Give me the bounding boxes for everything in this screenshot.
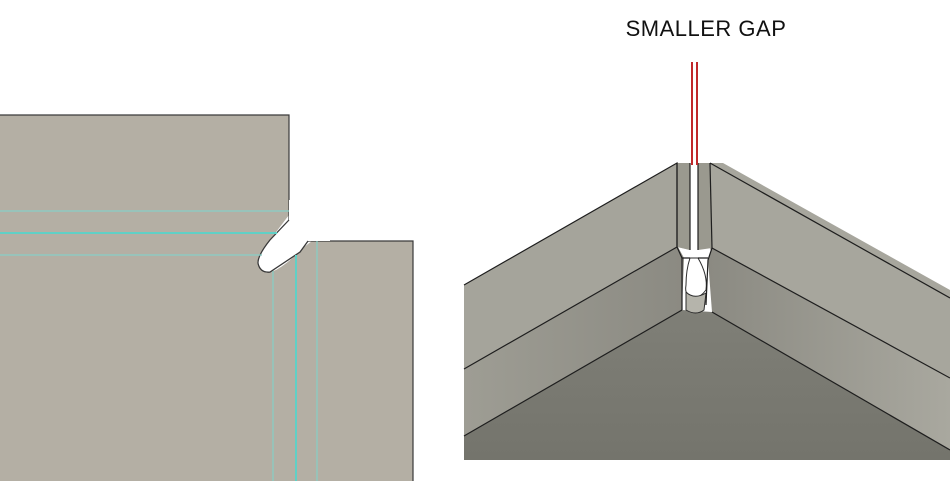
smaller-gap-label: SMALLER GAP [625, 16, 787, 41]
right-wall [708, 248, 950, 450]
flat-pattern-drawing [0, 114, 414, 481]
left-flange-top [464, 163, 690, 369]
isometric-corner-view: SMALLER GAP [460, 0, 950, 481]
floor [464, 310, 950, 460]
flat-pattern-view [0, 0, 460, 481]
right-flange-top [710, 163, 950, 378]
edge-lines [463, 161, 950, 451]
isometric-drawing [463, 62, 950, 460]
left-wall [464, 247, 684, 436]
relief-teardrop [685, 257, 707, 298]
sheet-flange-top [0, 115, 413, 481]
corner-relief-notch [258, 200, 330, 273]
gap-slot [690, 163, 698, 258]
